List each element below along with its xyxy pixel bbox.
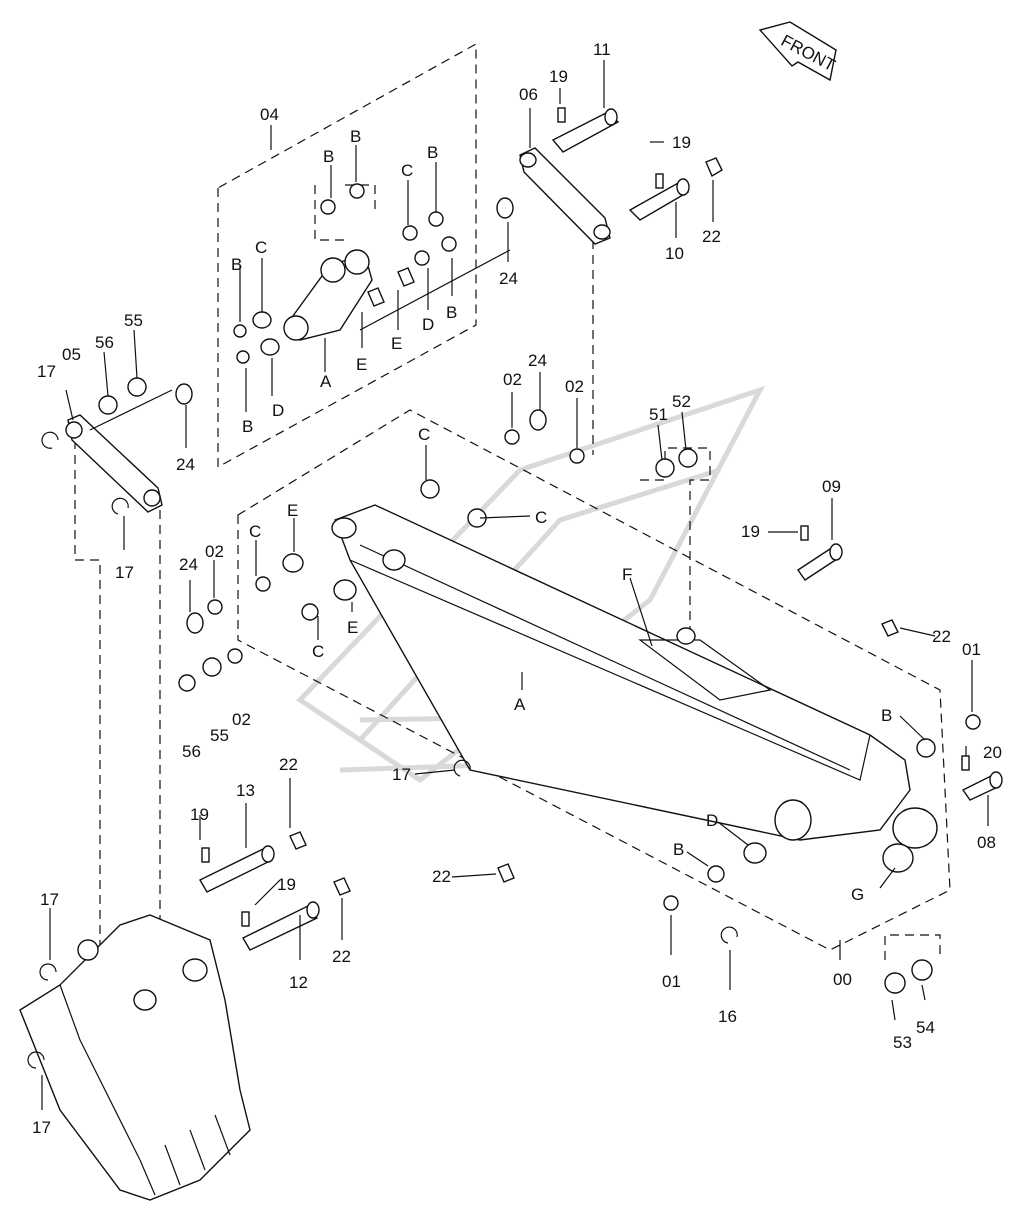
callout-E: E bbox=[356, 355, 367, 374]
callout-19: 19 bbox=[741, 522, 760, 541]
callout-B: B bbox=[881, 706, 892, 725]
callout-13: 13 bbox=[236, 781, 255, 800]
callout-53: 53 bbox=[893, 1033, 912, 1052]
callout-02: 02 bbox=[205, 542, 224, 561]
callout-17: 17 bbox=[392, 765, 411, 784]
callout-24: 24 bbox=[528, 351, 547, 370]
callout-17: 17 bbox=[32, 1118, 51, 1137]
snap-rings bbox=[27, 431, 738, 1069]
callout-22: 22 bbox=[932, 627, 951, 646]
callout-C: C bbox=[401, 161, 413, 180]
callout-08: 08 bbox=[977, 833, 996, 852]
callout-E: E bbox=[287, 501, 298, 520]
arm-body bbox=[331, 504, 938, 873]
callout-22: 22 bbox=[432, 867, 451, 886]
callout-C: C bbox=[312, 642, 324, 661]
bushings-washers bbox=[98, 183, 981, 994]
callout-22: 22 bbox=[702, 227, 721, 246]
callout-52: 52 bbox=[672, 392, 691, 411]
callout-D: D bbox=[706, 811, 718, 830]
callout-01: 01 bbox=[662, 972, 681, 991]
callout-02: 02 bbox=[565, 377, 584, 396]
callout-19: 19 bbox=[549, 67, 568, 86]
callout-labels: 00 01 01 02 02 02 02 04 05 06 08 09 10 1… bbox=[32, 40, 1002, 1137]
callout-E: E bbox=[391, 334, 402, 353]
callout-55: 55 bbox=[124, 311, 143, 330]
callout-22: 22 bbox=[332, 947, 351, 966]
callout-C: C bbox=[535, 508, 547, 527]
callout-B: B bbox=[446, 303, 457, 322]
callout-56: 56 bbox=[95, 333, 114, 352]
callout-24: 24 bbox=[176, 455, 195, 474]
callout-02: 02 bbox=[232, 710, 251, 729]
callout-01: 01 bbox=[962, 640, 981, 659]
callout-05: 05 bbox=[62, 345, 81, 364]
callout-B: B bbox=[323, 147, 334, 166]
callout-C: C bbox=[418, 425, 430, 444]
callout-19: 19 bbox=[672, 133, 691, 152]
callout-24: 24 bbox=[499, 269, 518, 288]
callout-19: 19 bbox=[277, 875, 296, 894]
callout-24: 24 bbox=[179, 555, 198, 574]
callout-A: A bbox=[320, 372, 332, 391]
callout-C: C bbox=[249, 522, 261, 541]
callout-E: E bbox=[347, 618, 358, 637]
callout-17: 17 bbox=[37, 362, 56, 381]
callout-17: 17 bbox=[40, 890, 59, 909]
callout-09: 09 bbox=[822, 477, 841, 496]
callout-16: 16 bbox=[718, 1007, 737, 1026]
front-arrow-icon: FRONT bbox=[758, 21, 838, 82]
callout-06: 06 bbox=[519, 85, 538, 104]
callout-F: F bbox=[622, 565, 632, 584]
pins bbox=[199, 108, 1003, 951]
bucket bbox=[19, 914, 251, 1201]
callout-B: B bbox=[350, 127, 361, 146]
leader-lines bbox=[41, 60, 989, 1110]
callout-20: 20 bbox=[983, 743, 1002, 762]
callout-11: 11 bbox=[593, 40, 611, 59]
callout-55: 55 bbox=[210, 726, 229, 745]
callout-C: C bbox=[255, 238, 267, 257]
callout-19: 19 bbox=[190, 805, 209, 824]
grease-fittings bbox=[201, 107, 970, 927]
callout-B: B bbox=[242, 417, 253, 436]
callout-22: 22 bbox=[279, 755, 298, 774]
callout-G: G bbox=[851, 885, 864, 904]
callout-D: D bbox=[422, 315, 434, 334]
callout-D: D bbox=[272, 401, 284, 420]
callout-02: 02 bbox=[503, 370, 522, 389]
lever-assembly bbox=[283, 249, 373, 341]
group-outlines bbox=[74, 42, 951, 990]
callout-04: 04 bbox=[260, 105, 279, 124]
callout-56: 56 bbox=[182, 742, 201, 761]
callout-B: B bbox=[427, 143, 438, 162]
callout-51: 51 bbox=[649, 405, 668, 424]
callout-A: A bbox=[514, 695, 526, 714]
callout-12: 12 bbox=[289, 973, 308, 992]
callout-00: 00 bbox=[833, 970, 852, 989]
callout-B: B bbox=[673, 840, 684, 859]
callout-B: B bbox=[231, 255, 242, 274]
callout-10: 10 bbox=[665, 244, 684, 263]
callout-54: 54 bbox=[916, 1018, 935, 1037]
links bbox=[65, 147, 611, 513]
callout-17: 17 bbox=[115, 563, 134, 582]
